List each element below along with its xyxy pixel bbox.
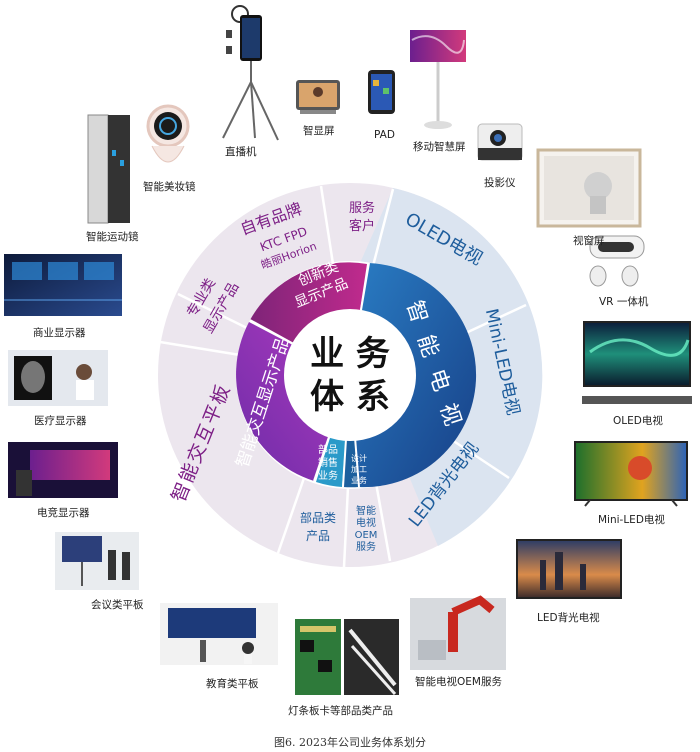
outer-label-oem-4: 服务 <box>356 540 376 553</box>
business-ring-diagram: 业 务 体 系 创新类 显示产品 智能交互显示产品 智能电视 部品 销售 业务 … <box>158 183 543 568</box>
meeting-tablet-image <box>55 532 139 590</box>
oem-service-image <box>410 595 506 670</box>
label-vr: VR 一体机 <box>599 296 649 308</box>
education-tablet-image <box>160 603 278 665</box>
center-title-line2: 体 系 <box>310 377 390 417</box>
inner-label-parts-sales-3: 业务 <box>318 469 338 482</box>
oled-tv-image <box>582 321 692 404</box>
center-circle <box>284 309 416 441</box>
label-meeting: 会议类平板 <box>91 599 144 611</box>
center-title-line1: 业 务 <box>310 334 390 374</box>
label-smart-display: 智显屏 <box>303 125 335 137</box>
label-oled: OLED电视 <box>613 415 663 427</box>
label-education: 教育类平板 <box>206 678 259 690</box>
label-projector: 投影仪 <box>484 177 516 189</box>
label-miniled: Mini-LED电视 <box>598 514 665 526</box>
inner-label-design-1: 设计 <box>351 453 367 463</box>
label-esports: 电竞显示器 <box>37 507 90 519</box>
label-mobile-screen: 移动智慧屏 <box>413 141 466 153</box>
inner-label-parts-sales-2: 销售 <box>318 456 338 469</box>
live-streamer-image <box>222 5 279 141</box>
parts-image <box>295 619 399 696</box>
label-led: LED背光电视 <box>537 612 600 624</box>
led-tv-image <box>516 539 622 599</box>
outer-label-oem-3: OEM <box>355 530 378 541</box>
esports-monitor-image <box>8 442 118 498</box>
inner-label-parts-sales-1: 部品 <box>318 443 338 456</box>
outer-label-service-2: 客户 <box>349 218 375 234</box>
outer-label-parts-2: 产品 <box>306 529 330 543</box>
inner-label-design-3: 业务 <box>351 475 367 485</box>
outer-label-oem-2: 电视 <box>356 516 376 529</box>
sport-mirror-image <box>87 114 130 224</box>
vr-image <box>589 235 645 287</box>
label-window-screen: 视窗屏 <box>573 235 605 247</box>
projector-image <box>477 123 523 161</box>
outer-label-service-1: 服务 <box>349 200 375 216</box>
medical-monitor-image <box>8 350 108 406</box>
mobile-screen-image <box>410 30 466 129</box>
label-live: 直播机 <box>225 146 257 158</box>
figure-caption: 图6. 2023年公司业务体系划分 <box>274 736 426 749</box>
miniled-tv-image <box>574 441 688 507</box>
smart-display-image <box>296 80 340 114</box>
label-makeup-mirror: 智能美妆镜 <box>143 181 196 193</box>
product-images <box>4 5 692 696</box>
label-parts: 灯条板卡等部品类产品 <box>288 705 393 717</box>
outer-ring-blue-sector <box>360 188 543 546</box>
label-commercial: 商业显示器 <box>33 327 86 339</box>
pad-image <box>368 70 395 114</box>
label-pad: PAD <box>374 129 395 141</box>
inner-label-design-2: 加工 <box>351 464 367 474</box>
label-medical: 医疗显示器 <box>34 415 87 427</box>
outer-label-oem-1: 智能 <box>356 504 376 517</box>
label-sport-mirror: 智能运动镜 <box>86 231 139 243</box>
label-oem-service: 智能电视OEM服务 <box>415 676 502 688</box>
commercial-display-image <box>4 254 122 316</box>
outer-label-parts-1: 部品类 <box>300 510 336 525</box>
window-screen-image <box>536 148 642 228</box>
makeup-mirror-image <box>146 104 190 163</box>
